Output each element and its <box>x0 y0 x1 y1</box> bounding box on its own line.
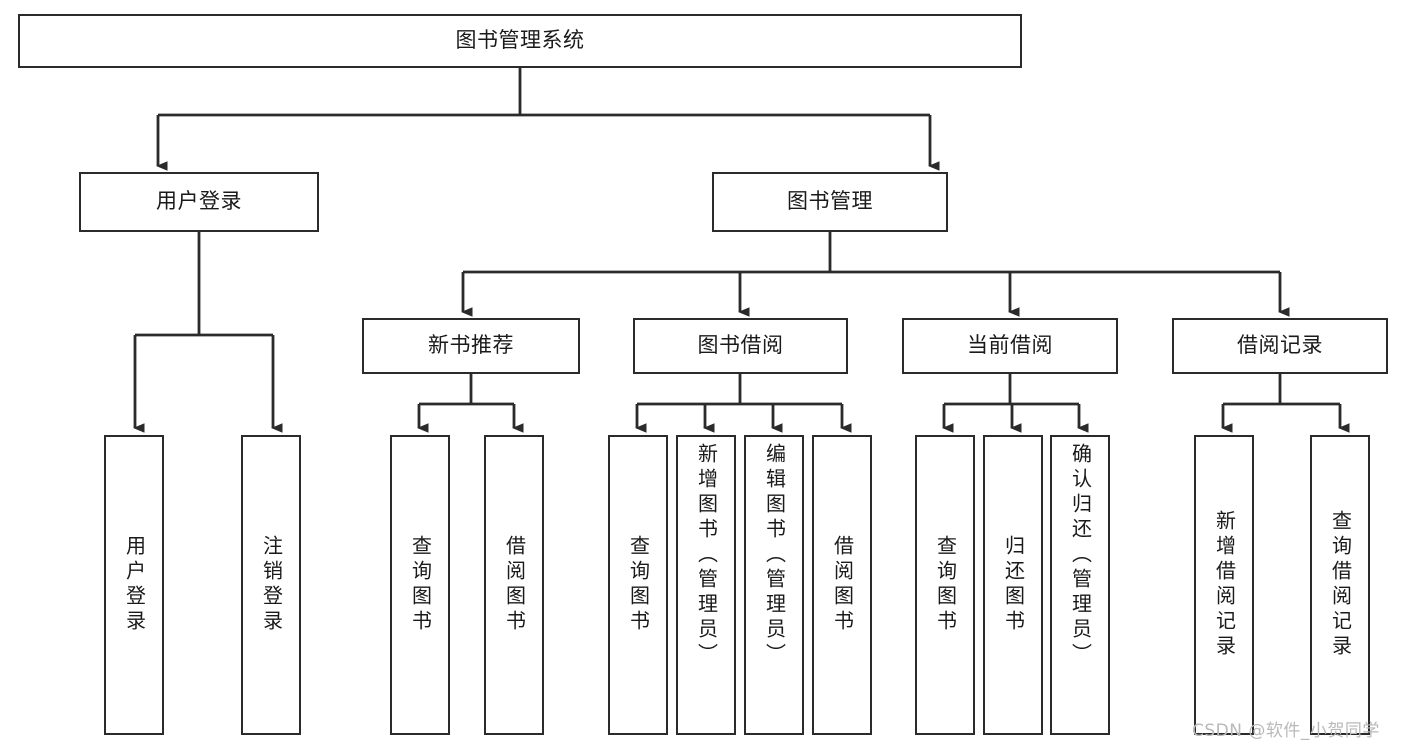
node-label: 当前借阅 <box>967 333 1053 358</box>
node-leaf-query-book-3[interactable]: 查询图书 <box>915 435 975 735</box>
node-label: 图书管理 <box>787 189 873 214</box>
node-borrow-record[interactable]: 借阅记录 <box>1172 318 1388 374</box>
node-new-book-recommend[interactable]: 新书推荐 <box>362 318 580 374</box>
node-label: 确认归还（管理员） <box>1068 443 1093 668</box>
node-leaf-user-logout[interactable]: 注销登录 <box>241 435 301 735</box>
node-leaf-confirm-return[interactable]: 确认归还（管理员） <box>1050 435 1110 735</box>
node-label: 查询图书 <box>626 535 651 635</box>
node-label: 用户登录 <box>156 189 242 214</box>
node-label: 新增借阅记录 <box>1212 510 1237 660</box>
node-root-system[interactable]: 图书管理系统 <box>18 14 1022 68</box>
node-label: 查询借阅记录 <box>1328 510 1353 660</box>
node-user-login[interactable]: 用户登录 <box>79 172 319 232</box>
node-label: 借阅记录 <box>1237 333 1323 358</box>
node-label: 归还图书 <box>1001 535 1026 635</box>
node-label: 新增图书（管理员） <box>694 443 719 668</box>
node-leaf-return-book[interactable]: 归还图书 <box>983 435 1043 735</box>
node-label: 借阅图书 <box>502 535 527 635</box>
node-book-management[interactable]: 图书管理 <box>712 172 948 232</box>
node-label: 新书推荐 <box>428 333 514 358</box>
node-leaf-query-book-2[interactable]: 查询图书 <box>608 435 668 735</box>
node-leaf-query-book-1[interactable]: 查询图书 <box>390 435 450 735</box>
node-current-borrow[interactable]: 当前借阅 <box>902 318 1118 374</box>
node-leaf-query-record[interactable]: 查询借阅记录 <box>1310 435 1370 735</box>
node-leaf-user-login[interactable]: 用户登录 <box>104 435 164 735</box>
csdn-watermark: CSDN @软件_小贺同学 <box>1192 721 1380 741</box>
node-leaf-add-book[interactable]: 新增图书（管理员） <box>676 435 736 735</box>
node-label: 编辑图书（管理员） <box>762 443 787 668</box>
node-label: 查询图书 <box>933 535 958 635</box>
node-leaf-edit-book[interactable]: 编辑图书（管理员） <box>744 435 804 735</box>
node-leaf-borrow-book-2[interactable]: 借阅图书 <box>812 435 872 735</box>
node-label: 注销登录 <box>259 535 284 635</box>
node-label: 图书借阅 <box>697 333 784 358</box>
node-label: 图书管理系统 <box>455 28 585 53</box>
node-book-borrow[interactable]: 图书借阅 <box>633 318 848 374</box>
node-leaf-add-record[interactable]: 新增借阅记录 <box>1194 435 1254 735</box>
node-leaf-borrow-book-1[interactable]: 借阅图书 <box>484 435 544 735</box>
node-label: 借阅图书 <box>830 535 855 635</box>
node-label: 用户登录 <box>122 535 147 635</box>
node-label: 查询图书 <box>408 535 433 635</box>
